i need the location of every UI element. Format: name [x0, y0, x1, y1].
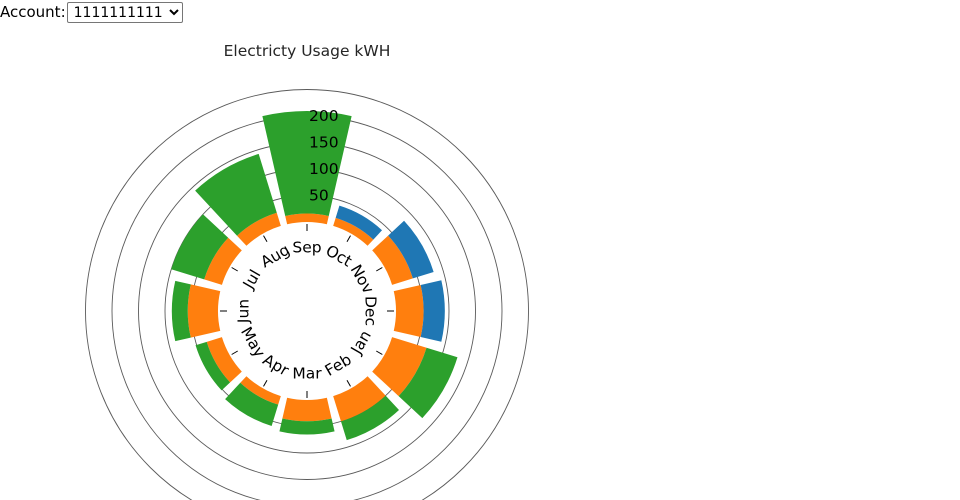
radial-tick-100: 100 [309, 160, 339, 178]
bar-segment-aug-green[interactable] [195, 153, 277, 236]
tick-mark-jan [376, 350, 383, 355]
account-select[interactable]: 1111111111 [66, 1, 183, 23]
month-label-feb: Feb [322, 350, 355, 379]
month-label-dec: Dec [362, 296, 380, 326]
radial-tick-labels: 50 100 150 200 [309, 107, 339, 205]
bar-segment-jan-green[interactable] [398, 347, 458, 419]
bar-segment-feb-orange[interactable] [333, 376, 386, 422]
tick-mark-aug [263, 235, 268, 242]
bar-segment-nov-blue[interactable] [388, 220, 434, 279]
tick-mark-may [231, 350, 238, 355]
month-label-sep: Sep [292, 239, 321, 257]
bar-segment-may-green[interactable] [195, 341, 231, 391]
bar-segment-nov-orange[interactable] [372, 235, 413, 285]
bar-segment-jul-orange[interactable] [204, 237, 242, 285]
bar-segment-jun-green[interactable] [171, 280, 191, 342]
bar-segment-oct-orange[interactable] [333, 217, 374, 246]
month-label-jun: Jun [235, 299, 253, 324]
month-label-nov: Nov [347, 262, 378, 297]
account-label: Account: [0, 3, 66, 21]
account-selector-bar: Account: 1111111111 [0, 0, 183, 24]
month-label-mar: Mar [292, 365, 322, 383]
bar-segment-mar-orange[interactable] [282, 397, 332, 422]
bar-segment-jul-green[interactable] [171, 214, 229, 280]
month-label-apr: Apr [260, 351, 293, 380]
bar-segment-aug-orange[interactable] [237, 212, 281, 246]
bar-segment-apr-orange[interactable] [240, 376, 281, 405]
tick-mark-jul [231, 267, 238, 272]
month-label-aug: Aug [258, 241, 293, 272]
bar-segment-apr-green[interactable] [225, 382, 279, 426]
bar-segment-mar-green[interactable] [279, 418, 335, 435]
radial-tick-150: 150 [309, 133, 339, 151]
tick-mark-nov [376, 267, 383, 272]
bar-segment-sep-orange[interactable] [285, 213, 329, 225]
month-tick-marks [220, 224, 394, 398]
radial-tick-50: 50 [309, 186, 329, 204]
tick-mark-apr [263, 380, 268, 387]
tick-mark-feb [346, 380, 351, 387]
bar-segment-feb-green[interactable] [340, 395, 400, 441]
month-label-jul: Jul [239, 267, 264, 293]
month-label-oct: Oct [323, 242, 355, 271]
bar-segment-dec-blue[interactable] [420, 280, 445, 342]
bar-segment-may-orange[interactable] [206, 337, 242, 383]
month-label-jan: Jan [347, 327, 375, 358]
bar-segment-sep-green[interactable] [262, 111, 352, 216]
radial-tick-200: 200 [309, 107, 339, 125]
chart-title: Electricty Usage kWH [224, 42, 391, 60]
polar-bar-segments [171, 111, 458, 441]
bar-segment-jan-orange[interactable] [372, 337, 427, 397]
bar-segment-jun-orange[interactable] [187, 284, 221, 338]
tick-mark-oct [346, 235, 351, 242]
month-label-may: May [237, 324, 269, 361]
bar-segment-oct-blue[interactable] [335, 205, 383, 240]
bar-segment-dec-orange[interactable] [393, 284, 424, 338]
